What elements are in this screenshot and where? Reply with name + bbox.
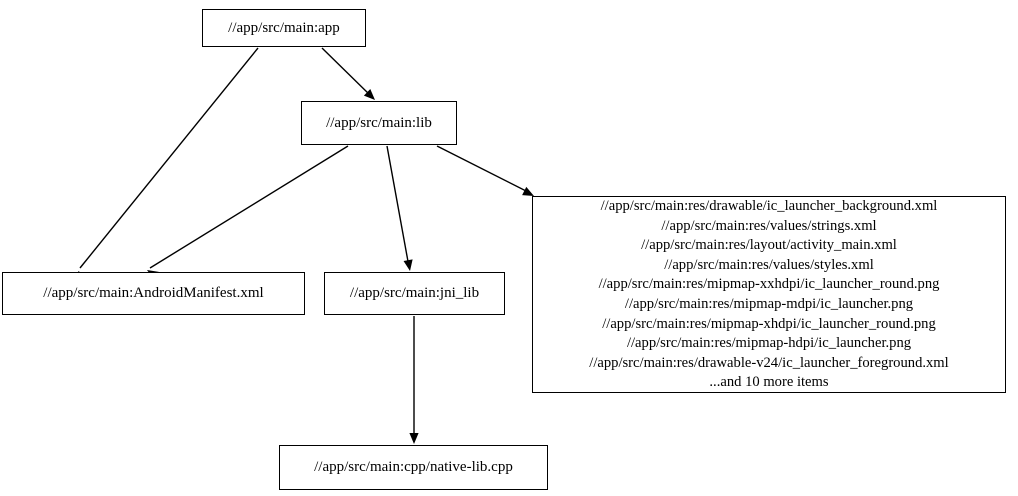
graph-node-res-collection[interactable]: //app/src/main:res/drawable/ic_launcher_…	[532, 196, 1006, 393]
graph-edge-arrowhead	[409, 433, 419, 444]
graph-edge-arrowhead	[403, 259, 413, 271]
graph-node-androidmanifest[interactable]: //app/src/main:AndroidManifest.xml	[2, 272, 305, 315]
graph-edge	[149, 145, 349, 269]
graph-node-label: //app/src/main:jni_lib	[349, 285, 480, 301]
graph-node-native-lib-cpp[interactable]: //app/src/main:cpp/native-lib.cpp	[279, 445, 548, 490]
graph-node-label: //app/src/main:cpp/native-lib.cpp	[314, 459, 513, 475]
graph-node-label: //app/src/main:app	[228, 19, 340, 36]
graph-node-app[interactable]: //app/src/main:app	[202, 9, 366, 47]
graph-edge	[79, 47, 259, 269]
graph-edge	[321, 47, 373, 98]
graph-node-label: //app/src/main:res/drawable/ic_launcher_…	[589, 198, 949, 391]
graph-node-jni-lib[interactable]: //app/src/main:jni_lib	[324, 272, 505, 315]
graph-node-lib[interactable]: //app/src/main:lib	[301, 101, 457, 145]
graph-edge	[386, 145, 410, 268]
graph-edge	[436, 145, 531, 194]
graph-node-label: //app/src/main:lib	[326, 114, 432, 131]
graph-node-label: //app/src/main:AndroidManifest.xml	[43, 285, 264, 301]
